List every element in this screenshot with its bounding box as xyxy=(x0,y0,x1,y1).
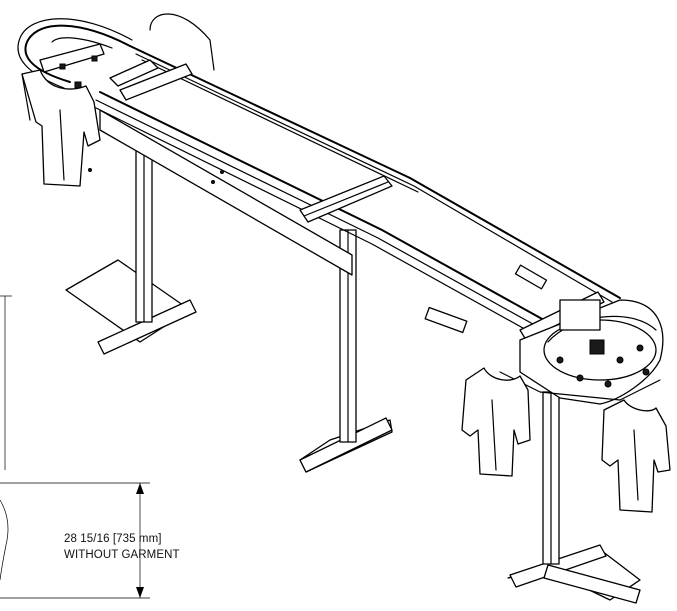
left-dimension-lines xyxy=(0,295,150,599)
dimension-note: WITHOUT GARMENT xyxy=(64,549,180,561)
garment-right-2 xyxy=(601,399,671,513)
garment-right-1 xyxy=(461,367,531,477)
support-stand-middle xyxy=(299,229,393,473)
dimension-value: 28 15/16 [735 mm] xyxy=(64,533,162,545)
dimension-arrow-top xyxy=(136,483,144,494)
right-turn-drive-unit xyxy=(424,264,664,405)
garment-left xyxy=(21,69,101,187)
support-stand-right xyxy=(507,391,641,604)
support-stand-left xyxy=(65,139,197,355)
dimension-arrow-bottom xyxy=(136,587,144,598)
